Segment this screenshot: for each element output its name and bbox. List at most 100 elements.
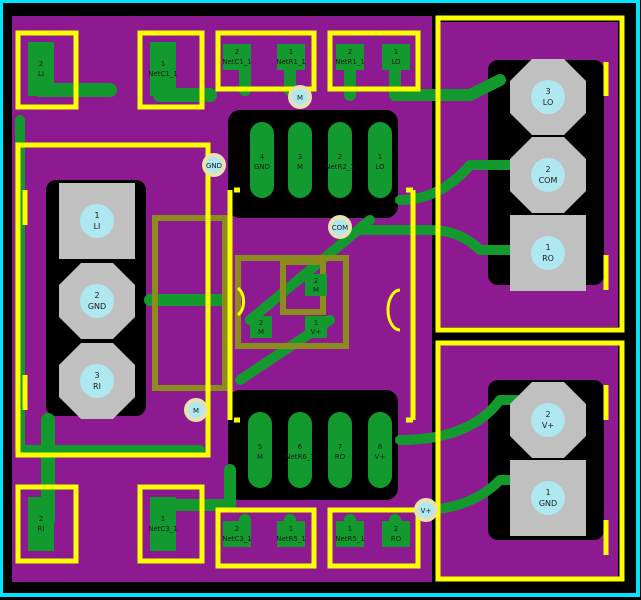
smd-pad-p_ri2[interactable]: 2RI xyxy=(28,497,54,551)
connector-pad-number: 3 xyxy=(545,87,550,96)
connector-pad-net: RI xyxy=(93,382,101,391)
smd-pad-number: 2 xyxy=(348,48,352,56)
center-pad-net: M xyxy=(313,286,319,294)
center-pad-number: 2 xyxy=(259,319,263,327)
smd-pad-number: 1 xyxy=(348,525,352,533)
connector-pad-number: 2 xyxy=(94,291,99,300)
center-pad-1[interactable]: 2M xyxy=(250,316,272,338)
center-pad-2[interactable]: 1V+ xyxy=(305,316,327,338)
via-net: V+ xyxy=(421,507,432,515)
ic-pin-number: 3 xyxy=(298,153,302,161)
connector-pad-6[interactable]: 2V+ xyxy=(510,382,586,458)
smd-pad-number: 1 xyxy=(161,60,165,68)
ic-pin-8[interactable]: 8V+ xyxy=(368,412,392,488)
smd-pad-number: 1 xyxy=(289,48,293,56)
smd-pad-net: NetC3_1 xyxy=(148,525,178,533)
smd-pad-number: 1 xyxy=(161,515,165,523)
via-1[interactable]: GND xyxy=(202,153,226,177)
connector-pad-net: RO xyxy=(542,254,554,263)
via-net: GND xyxy=(206,162,222,170)
smd-pad-net: NetR1_1 xyxy=(335,58,365,66)
vias-layer: M GND COM M V+ xyxy=(184,85,438,522)
smd-pad-number: 2 xyxy=(394,525,398,533)
ic-pin-number: 8 xyxy=(378,443,382,451)
via-4[interactable]: V+ xyxy=(414,498,438,522)
smd-pad-p_ro2[interactable]: 2RO xyxy=(382,521,410,547)
ic-pin-1[interactable]: 1LO xyxy=(368,122,392,198)
ic-pin-net: M xyxy=(257,453,263,461)
ic-pin-5[interactable]: 5M xyxy=(248,412,272,488)
smd-pad-net: RI xyxy=(38,525,45,533)
ic-pin-number: 1 xyxy=(378,153,382,161)
smd-pad-p_li2[interactable]: 2LI xyxy=(28,42,54,96)
via-3[interactable]: M xyxy=(184,398,208,422)
connector-pad-number: 3 xyxy=(94,371,99,380)
ic-pin-number: 6 xyxy=(298,443,303,451)
smd-pad-net: NetR5_1 xyxy=(276,535,306,543)
connector-pad-number: 1 xyxy=(545,243,550,252)
center-pad-number: 1 xyxy=(314,319,318,327)
connector-pad-net: GND xyxy=(539,499,557,508)
connector-pad-net: LI xyxy=(94,222,101,231)
connector-pad-net: V+ xyxy=(542,421,554,430)
ic-pin-net: GND xyxy=(254,163,270,171)
smd-pad-number: 1 xyxy=(289,525,293,533)
center-pad-number: 2 xyxy=(314,277,318,285)
ic-pin-net: NetR6_1 xyxy=(285,453,315,461)
smd-pad-net: NetC1_1 xyxy=(222,58,252,66)
smd-pad-p_lo1[interactable]: 1LO xyxy=(382,44,410,70)
connector-pad-number: 2 xyxy=(545,165,550,174)
connector-pad-number: 2 xyxy=(545,410,550,419)
center-pad-net: V+ xyxy=(311,328,322,336)
via-net: COM xyxy=(332,224,348,232)
connector-pad-number: 1 xyxy=(94,211,99,220)
center-component-body xyxy=(152,215,349,391)
center-pad-0[interactable]: 2M xyxy=(305,274,327,296)
ic-pin-net: LO xyxy=(375,163,385,171)
ic-pin-3[interactable]: 3M xyxy=(288,122,312,198)
ic-pin-number: 2 xyxy=(338,153,342,161)
smd-pad-net: NetR1_1 xyxy=(276,58,306,66)
ic-pin-number: 7 xyxy=(338,443,342,451)
connector-pad-net: COM xyxy=(539,176,558,185)
smd-pad-number: 2 xyxy=(235,48,239,56)
smd-pad-net: NetC1_1 xyxy=(148,70,178,78)
smd-pad-net: NetC3_1 xyxy=(222,535,252,543)
connector-pad-net: GND xyxy=(88,302,106,311)
center-pad-net: M xyxy=(258,328,264,336)
ic-pin-7[interactable]: 7RO xyxy=(328,412,352,488)
smd-pad-net: RO xyxy=(391,535,402,543)
via-net: M xyxy=(297,94,303,102)
pads-layer: 2LI1NetC1_12NetC1_11NetR1_12NetR1_11LO2R… xyxy=(28,42,586,551)
ic-pin-number: 5 xyxy=(258,443,262,451)
smd-pad-number: 2 xyxy=(39,515,43,523)
via-2[interactable]: COM xyxy=(328,215,352,239)
smd-pad-number: 2 xyxy=(235,525,239,533)
via-net: M xyxy=(193,407,199,415)
connector-pad-5[interactable]: 1RO xyxy=(510,215,586,291)
via-0[interactable]: M xyxy=(288,85,312,109)
smd-pad-net: NetR5_1 xyxy=(335,535,365,543)
connector-pad-0[interactable]: 1LI xyxy=(59,183,135,259)
smd-pad-number: 1 xyxy=(394,48,398,56)
connector-pad-3[interactable]: 3LO xyxy=(510,59,586,135)
smd-pad-net: LO xyxy=(391,58,401,66)
connector-pad-2[interactable]: 3RI xyxy=(59,343,135,419)
smd-pad-number: 2 xyxy=(39,60,43,68)
silkscreen xyxy=(15,15,625,582)
